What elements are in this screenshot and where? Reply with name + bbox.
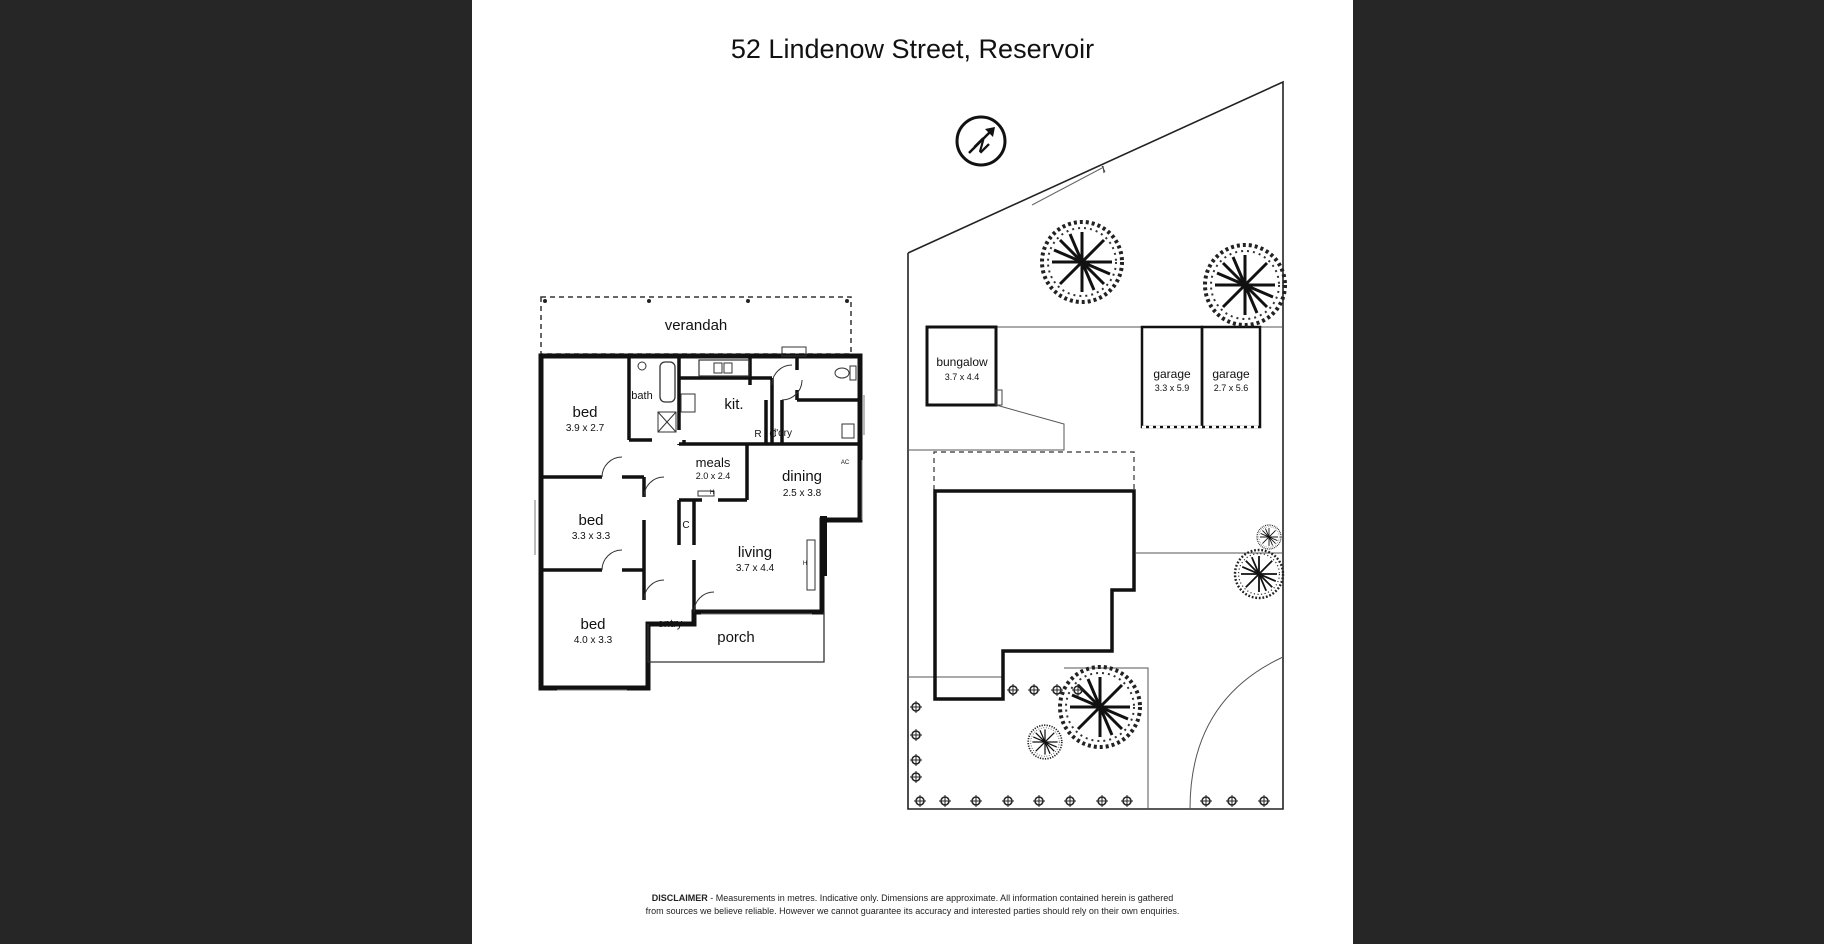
bathtub xyxy=(659,361,676,403)
label-meals: meals xyxy=(696,455,731,470)
disclaimer-line-1: - Measurements in metres. Indicative onl… xyxy=(707,893,1174,903)
page-title: 52 Lindenow Street, Reservoir xyxy=(730,34,1095,64)
dim-bed-1: 3.9 x 2.7 xyxy=(566,423,605,434)
dim-bungalow: 3.7 x 4.4 xyxy=(945,372,980,382)
label-air-conditioner: AC xyxy=(841,460,850,466)
dim-garage-2: 2.7 x 5.6 xyxy=(1214,383,1249,393)
site-plan: bungalow 3.7 x 4.4 garage 3.3 x 5.9 gara… xyxy=(907,80,1287,810)
label-verandah: verandah xyxy=(665,317,728,334)
tree-icon xyxy=(1233,548,1285,600)
basin xyxy=(637,361,647,371)
north-arrow-icon: N xyxy=(955,115,1007,167)
label-bed-2: bed xyxy=(578,512,603,529)
dim-bed-3: 4.0 x 3.3 xyxy=(574,635,613,646)
tree-icon xyxy=(1027,724,1063,760)
label-bed-1: bed xyxy=(572,404,597,421)
dim-garage-1: 3.3 x 5.9 xyxy=(1155,383,1190,393)
label-cupboard-2: C xyxy=(682,520,689,531)
tree-icon xyxy=(1058,665,1142,749)
bungalow xyxy=(925,325,998,407)
label-garage-1: garage xyxy=(1153,367,1191,381)
label-laundry: l'dry xyxy=(774,428,792,439)
site-house-footprint xyxy=(933,489,1136,701)
dim-living: 3.7 x 4.4 xyxy=(736,563,775,574)
disclaimer-heading: DISCLAIMER xyxy=(651,893,708,903)
label-living: living xyxy=(738,544,772,561)
label-entry: entry xyxy=(658,618,683,630)
disclaimer-line-2: from sources we believe reliable. Howeve… xyxy=(645,906,1180,916)
label-kitchen: kit. xyxy=(724,396,743,413)
label-refrigerator: R xyxy=(754,429,761,440)
kitchen-counter xyxy=(698,359,750,377)
tree-icon xyxy=(1040,220,1124,304)
floorplan-sheet: 52 Lindenow Street, Reservoir xyxy=(472,0,1353,944)
porch-outline xyxy=(647,612,825,663)
label-bed-3: bed xyxy=(580,616,605,633)
cooktop xyxy=(680,393,696,413)
site-verandah-outline xyxy=(933,451,1135,490)
dim-meals: 2.0 x 2.4 xyxy=(696,471,731,481)
label-dining: dining xyxy=(782,468,822,485)
compass-label: N xyxy=(970,134,993,157)
garage-2 xyxy=(1200,325,1262,429)
disclaimer: DISCLAIMER - Measurements in metres. Ind… xyxy=(472,892,1353,918)
label-cupboard: C xyxy=(769,429,776,440)
label-porch: porch xyxy=(717,629,755,646)
label-heater-2: H xyxy=(803,561,807,567)
dim-dining: 2.5 x 3.8 xyxy=(783,488,822,499)
label-heater: H xyxy=(710,490,714,496)
pantry-box xyxy=(657,411,677,433)
floorplan-drawing: verandah bath kit. bed 3.9 x 2.7 bed 3.3… xyxy=(534,80,1287,810)
tree-icon xyxy=(1203,243,1287,327)
tree-icon xyxy=(1256,524,1282,550)
toilet xyxy=(834,367,850,379)
fireplace xyxy=(820,516,827,576)
house-plan: verandah bath kit. bed 3.9 x 2.7 bed 3.3… xyxy=(534,296,865,691)
site-boundary xyxy=(907,80,1284,810)
label-bungalow: bungalow xyxy=(936,355,988,369)
laundry-tub xyxy=(841,423,855,439)
label-bath: bath xyxy=(631,390,652,402)
dim-bed-2: 3.3 x 3.3 xyxy=(572,531,611,542)
label-garage-2: garage xyxy=(1212,367,1250,381)
